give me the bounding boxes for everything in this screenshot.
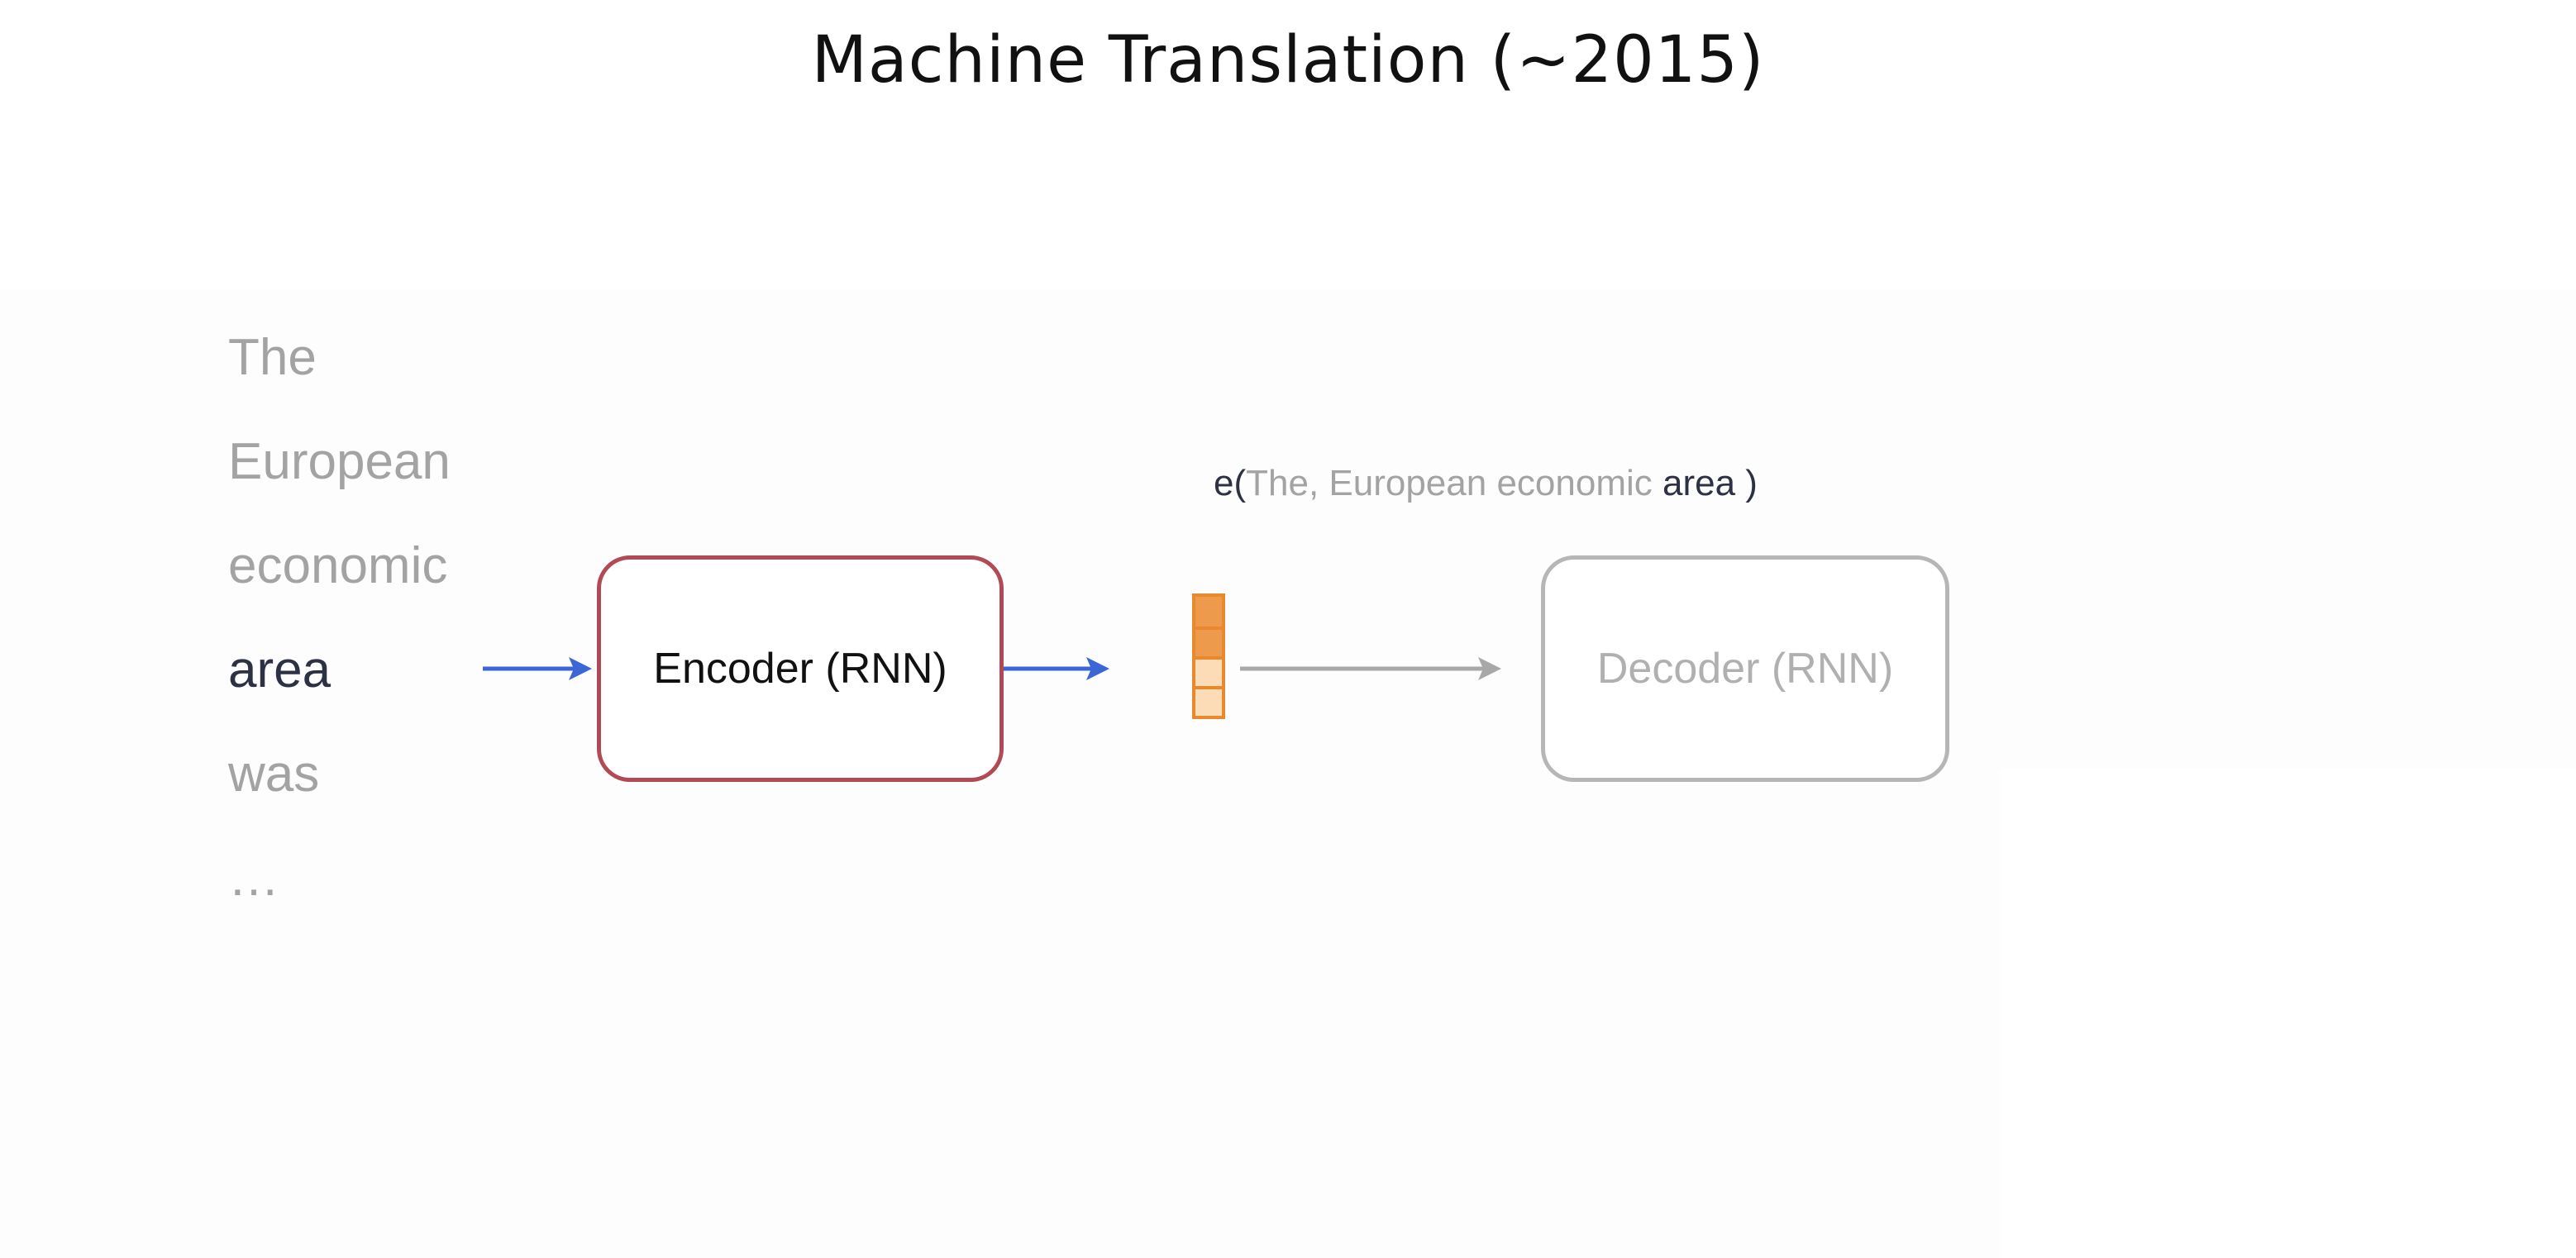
encoder-label: Encoder (RNN): [653, 645, 947, 693]
input-ellipsis: …: [228, 850, 279, 907]
input-word-active: area: [228, 641, 332, 698]
embedding-highlight-word: area: [1662, 463, 1736, 503]
slide-title: Machine Translation (~2015): [811, 23, 1765, 98]
slide-background-top: [0, 0, 2576, 289]
context-vector: [1192, 593, 1225, 719]
input-word: European: [228, 433, 451, 490]
input-word: economic: [228, 537, 448, 594]
vector-cell: [1195, 627, 1222, 656]
encoder-output-arrow: [1004, 657, 1109, 680]
embedding-faded-words: The, European economic: [1246, 463, 1662, 503]
input-arrow: [483, 657, 592, 680]
decoder-box: Decoder (RNN): [1541, 555, 1949, 782]
encoder-box: Encoder (RNN): [597, 555, 1004, 782]
vector-cell: [1195, 656, 1222, 686]
embedding-prefix: e(: [1214, 463, 1247, 503]
slide-background-patch: [2001, 769, 2576, 1258]
embedding-label: e(The, European economic area ): [1214, 463, 1758, 504]
embedding-suffix: ): [1735, 463, 1758, 503]
vector-to-decoder-arrow: [1240, 657, 1501, 680]
vector-cell: [1195, 597, 1222, 627]
vector-cell: [1195, 686, 1222, 716]
input-word: was: [228, 746, 320, 803]
decoder-label: Decoder (RNN): [1596, 645, 1894, 693]
input-word: The: [228, 329, 317, 386]
